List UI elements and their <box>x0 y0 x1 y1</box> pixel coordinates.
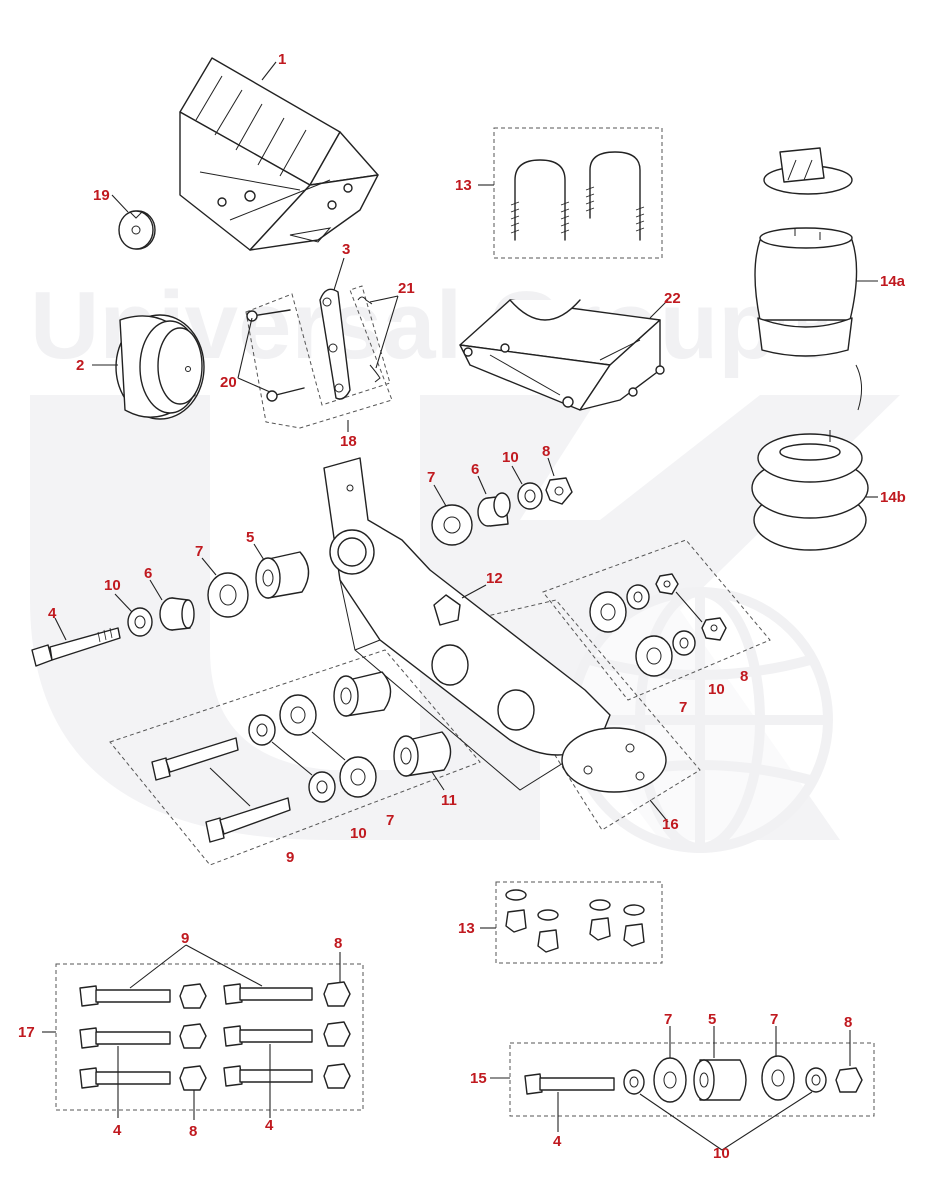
callouts: 1 19 13 3 21 22 14a 2 20 18 7 6 10 8 14b… <box>18 51 906 1162</box>
callout-10-left: 10 <box>104 577 121 594</box>
callout-19: 19 <box>93 187 110 204</box>
bolt-part-9a <box>151 757 171 781</box>
callout-21: 21 <box>398 280 415 297</box>
callout-1: 1 <box>278 51 286 68</box>
callout-2: 2 <box>76 357 84 374</box>
flange-sleeve-part-6a <box>159 597 195 631</box>
washer-part-7d <box>635 635 673 677</box>
callout-4: 4 <box>48 605 57 622</box>
callout-7-right: 7 <box>679 699 687 716</box>
callout-16: 16 <box>662 816 679 833</box>
pins-part-20 <box>246 309 305 402</box>
flange-sleeve-part-6b <box>477 492 511 527</box>
washer-part-10e <box>248 714 276 746</box>
washer-part-10c <box>626 584 650 610</box>
callout-4-kit-a: 4 <box>113 1122 122 1139</box>
shackle-link-part-3 <box>319 288 351 400</box>
group-box-13-nuts <box>495 881 663 964</box>
callout-10-right: 10 <box>708 681 725 698</box>
callout-6-top: 6 <box>471 461 479 478</box>
washer-part-10a <box>127 607 153 637</box>
u-bolts-part-13 <box>510 151 645 241</box>
callout-7-kit-a: 7 <box>664 1011 672 1028</box>
callout-14b: 14b <box>880 489 906 506</box>
hanger-bracket-part-1 <box>179 57 379 251</box>
nut-part-8a <box>545 477 573 505</box>
bolt-part-9b <box>205 817 225 843</box>
callout-22: 22 <box>664 290 681 307</box>
callout-17: 17 <box>18 1024 35 1041</box>
washer-part-7f <box>339 756 377 798</box>
washer-part-7a <box>207 572 249 618</box>
group-box-15 <box>509 1042 875 1117</box>
group-box-13-ubolts <box>493 127 663 259</box>
air-spring-part-14a <box>754 147 858 357</box>
callout-5: 5 <box>246 529 254 546</box>
callout-10-top: 10 <box>502 449 519 466</box>
spring-pad-part-2 <box>115 314 205 420</box>
callout-20: 20 <box>220 374 237 391</box>
bolt-part-4 <box>31 627 121 667</box>
callout-6-left: 6 <box>144 565 152 582</box>
trailing-arm-part-12 <box>323 457 667 793</box>
callout-10-kit: 10 <box>713 1145 730 1162</box>
callout-7-left: 7 <box>195 543 203 560</box>
leader-lines <box>42 61 878 1151</box>
callout-12: 12 <box>486 570 503 587</box>
washer-part-10b <box>517 482 543 510</box>
callout-13-ubolts: 13 <box>455 177 472 194</box>
callout-8-right: 8 <box>740 668 748 685</box>
group-box-18 <box>245 285 393 429</box>
washer-part-7c <box>589 591 627 633</box>
bushing-part-5a <box>255 551 310 599</box>
left-box-hardware <box>151 671 452 843</box>
callout-7-top: 7 <box>427 469 435 486</box>
washer-part-7b <box>431 504 473 546</box>
callout-14a: 14a <box>880 273 906 290</box>
group-boxes <box>55 127 875 1117</box>
air-spring-part-14b <box>751 430 869 551</box>
callout-8-kit-b: 8 <box>844 1014 852 1031</box>
callout-5-kit: 5 <box>708 1011 716 1028</box>
callout-11: 11 <box>441 792 457 809</box>
callout-10-bottom: 10 <box>350 825 367 842</box>
group-box-left-bushings <box>109 649 481 866</box>
callout-8-kit: 8 <box>334 935 342 952</box>
callout-4-kit-c: 4 <box>553 1133 562 1150</box>
bolts-nuts-kit-part-17 <box>79 981 351 1091</box>
break-line <box>855 364 862 411</box>
washer-part-10d <box>672 630 696 656</box>
callout-15: 15 <box>470 1070 487 1087</box>
bushing-kit-part-15 <box>524 1055 863 1103</box>
callout-4-kit-b: 4 <box>265 1117 274 1134</box>
callout-9-kit: 9 <box>181 930 189 947</box>
nut-part-8c <box>701 617 727 641</box>
callout-8-kit-c: 8 <box>189 1123 197 1140</box>
group-box-16 <box>469 599 701 831</box>
callout-7-bottom: 7 <box>386 812 394 829</box>
cotter-pins-part-21 <box>357 296 381 383</box>
axle-seat-part-22 <box>459 299 665 411</box>
callout-18: 18 <box>340 433 357 450</box>
nut-part-8b <box>655 573 679 595</box>
right-box-hardware <box>589 573 727 677</box>
washer-part-19 <box>118 210 156 250</box>
callout-13-nuts: 13 <box>458 920 475 937</box>
group-box-right-washers <box>542 539 771 701</box>
callout-8-top: 8 <box>542 443 550 460</box>
callout-3: 3 <box>342 241 350 258</box>
washer-part-7e <box>279 694 317 736</box>
callout-7-kit-b: 7 <box>770 1011 778 1028</box>
callout-9: 9 <box>286 849 294 866</box>
nuts-washers-part-13 <box>505 889 645 953</box>
washer-part-10f <box>308 771 336 803</box>
group-box-17 <box>55 963 364 1111</box>
